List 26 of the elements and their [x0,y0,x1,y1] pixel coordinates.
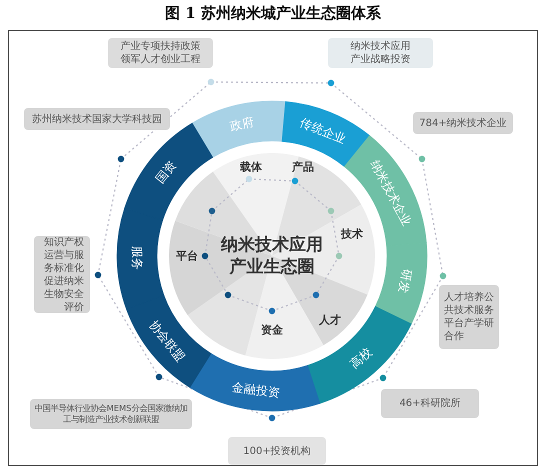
pie-label: 产品 [292,160,314,174]
callout-box: 中国半导体行业协会MEMS分会国家微纳加工与制造产业技术创新联盟 [30,399,192,429]
segment-label: 政府 [228,114,255,134]
segment-label: 金融投资 [230,380,280,400]
callout-box: 苏州纳米技术国家大学科技园 [24,108,170,130]
segment-label: 服务 [130,246,144,270]
pie-label: 资金 [261,322,283,338]
segment-label: 纳米技术企业 [368,158,414,228]
callout-box: 100+投资机构 [228,437,326,465]
segment-label: 传统企业 [298,115,348,146]
pie-label: 技术 [341,226,363,242]
figure-title: 图 1 苏州纳米城产业生态圈体系 [164,4,382,23]
segment-label: 研发 [396,268,414,294]
callout-box: 纳米技术应用产业战略投资 [328,38,433,68]
callout-box: 产业专项扶持政策领军人才创业工程 [108,38,213,68]
callout-box: 人才培养公共技术服务平台产学研合作 [439,285,499,349]
segment-label: 国资 [153,158,180,186]
segment-label: 高校 [346,344,374,372]
pie-label: 平台 [176,248,198,264]
callout-box: 46+科研院所 [381,389,479,418]
pie-label: 人才 [319,312,341,328]
center-title: 纳米技术应用产业生态圈 [220,234,324,278]
callout-box: 知识产权运营与服务标准化促进纳米生物安全评价 [34,236,90,313]
pie-label: 载体 [240,160,262,174]
segment-label: 协会联盟 [146,318,188,364]
callout-box: 784+纳米技术企业 [413,112,513,134]
